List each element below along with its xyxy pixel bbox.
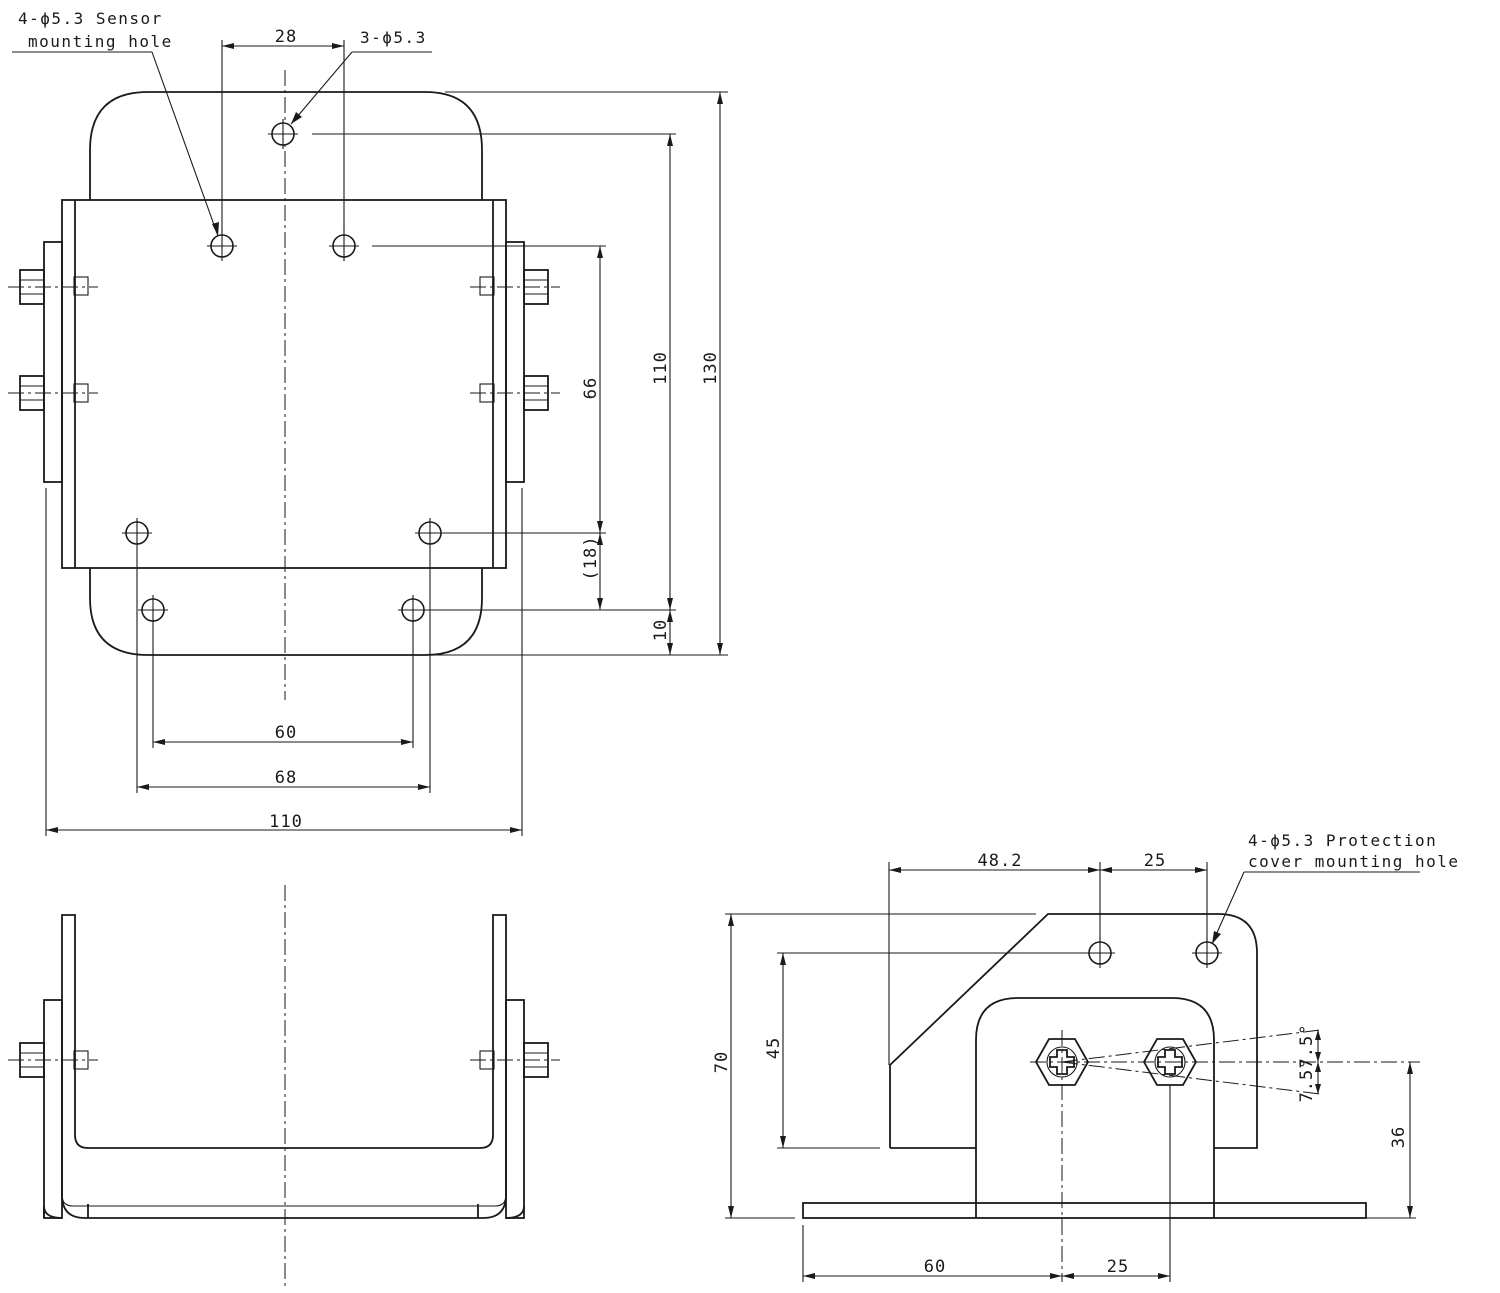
dim-hole-spacing: 66: [581, 377, 601, 399]
dim-top-holes: 28: [275, 27, 297, 47]
bottom-left-bolt: [8, 1042, 98, 1078]
dim-base-to-pivot: 60: [924, 1257, 946, 1277]
dim-angle-upper: 7.5°: [1297, 1024, 1317, 1069]
dim-overall-width: 110: [269, 812, 303, 832]
back-plate-outline: [89, 91, 483, 200]
top-hole-callout: 3-ϕ5.3: [360, 28, 427, 47]
dim-edge: 10: [651, 619, 671, 641]
dim-angle-lower: 7.5°: [1297, 1058, 1317, 1103]
side-base-plate: [802, 1202, 1367, 1219]
sensor-plate: [61, 199, 507, 569]
sensor-hole-callout-desc: mounting hole: [28, 32, 173, 51]
left-side-bracket: [43, 241, 63, 483]
angled-bracket: [889, 913, 1258, 1149]
dim-hole-height: 45: [764, 1037, 784, 1059]
bottom-view: [8, 885, 560, 1290]
front-view: 4-ϕ5.3 Sensor mounting hole 3-ϕ5.3 28 66…: [8, 9, 728, 836]
cover-hole-callout-desc: cover mounting hole: [1248, 852, 1460, 871]
left-bolt-lower: [8, 375, 98, 411]
bottom-base-plate: [43, 1204, 525, 1219]
dim-pivot-spacing: 25: [1107, 1257, 1129, 1277]
left-bolt-upper: [8, 269, 98, 305]
inner-arch: [975, 997, 1215, 1218]
bottom-right-bracket: [505, 999, 525, 1219]
dim-overall-height: 130: [701, 351, 721, 385]
dim-inner-holes: 60: [275, 723, 297, 743]
bottom-right-bolt: [470, 1042, 560, 1078]
front-leaders: [12, 51, 432, 237]
u-channel-outer: [61, 914, 507, 1219]
right-side-bracket: [505, 241, 525, 483]
u-channel-inner: [61, 1150, 507, 1207]
dim-pivot-height: 36: [1389, 1126, 1409, 1148]
mounting-holes: [122, 119, 445, 625]
dim-hole-row: 110: [651, 351, 671, 385]
dim-hole-spacing-top: 25: [1144, 851, 1166, 871]
sensor-hole-callout-qty: 4-ϕ5.3 Sensor: [18, 9, 163, 28]
dim-hole-from-bend: 48.2: [978, 851, 1023, 871]
front-extension-lines: [45, 40, 728, 836]
dim-offset: (18): [581, 536, 601, 581]
dim-outer-holes: 68: [275, 768, 297, 788]
side-view: 4-ϕ5.3 Protection cover mounting hole 48…: [712, 831, 1460, 1282]
side-leader: [1211, 871, 1420, 945]
side-extension-lines: [725, 862, 1416, 1282]
cover-hole-callout-qty: 4-ϕ5.3 Protection: [1248, 831, 1437, 850]
right-bolt-lower: [470, 375, 560, 411]
bottom-left-bracket: [43, 999, 63, 1219]
right-bolt-upper: [470, 269, 560, 305]
side-dimension-lines: [728, 867, 1413, 1279]
back-plate-bottom-tab: [89, 568, 483, 656]
side-center-lines: [1030, 1029, 1420, 1282]
front-dimension-lines: [46, 43, 723, 833]
dim-height: 70: [712, 1051, 732, 1073]
